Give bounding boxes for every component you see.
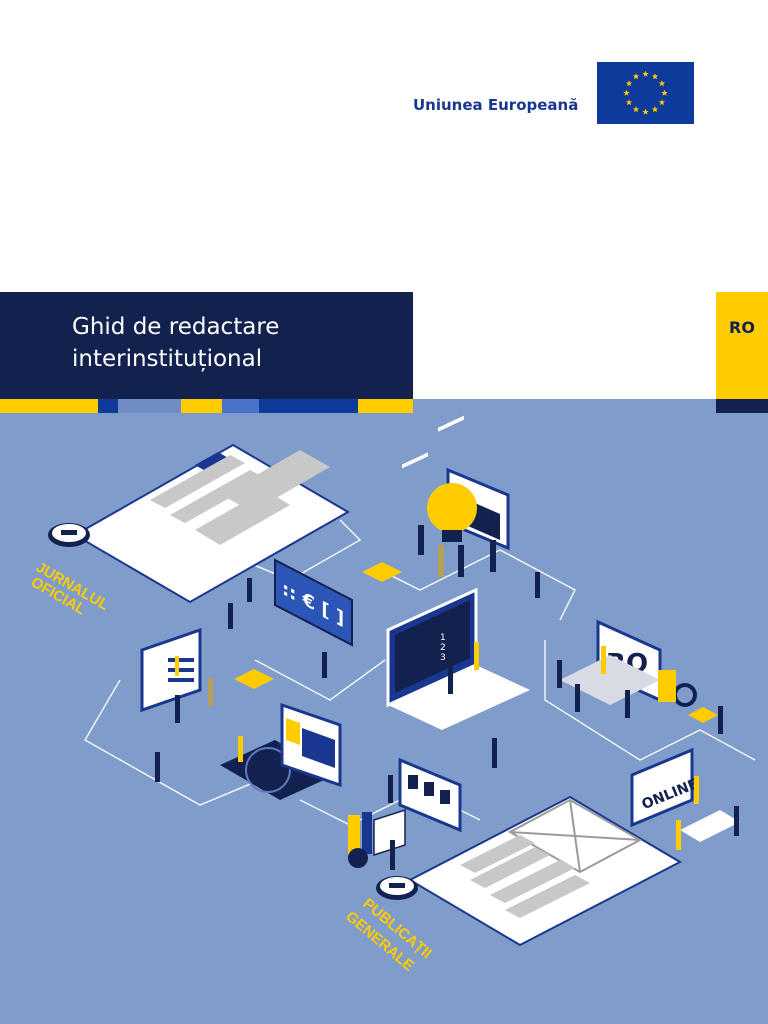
- flag-star: [661, 89, 668, 96]
- presentation-board: [140, 627, 202, 713]
- flag-star: [632, 106, 640, 113]
- ro-screen-scene: RO: [560, 619, 697, 707]
- flag-star: [658, 99, 666, 106]
- publications-label: PUBLICAȚII GENERALE: [342, 895, 434, 975]
- flag-star: [625, 80, 633, 87]
- info-tiles: [234, 562, 718, 723]
- illustration-top-strip: [413, 399, 716, 413]
- connector-paths: [83, 519, 756, 851]
- online-screen-scene: ONLINE: [630, 747, 740, 842]
- books-globe-scene: [348, 808, 406, 868]
- flag-star: [642, 70, 649, 77]
- stripe-segment: [259, 399, 358, 413]
- flag-star: [651, 106, 659, 113]
- flag-star: [623, 89, 630, 96]
- flag-star: [651, 73, 659, 80]
- list-number-2: 2: [440, 643, 446, 653]
- flag-star: [625, 99, 633, 106]
- language-code: RO: [729, 318, 755, 337]
- list-number-3: 3: [440, 653, 446, 663]
- title-line-1: Ghid de redactare: [72, 314, 280, 340]
- publications-badge: [376, 876, 418, 900]
- flag-star: [658, 80, 666, 87]
- stripe-segment: [222, 399, 259, 413]
- stripe-segment: [181, 399, 222, 413]
- map-eu-scene: [220, 702, 342, 800]
- laptop-list-scene: 1 2 3: [386, 415, 530, 730]
- lightbulb-scene: [418, 467, 510, 577]
- flag-star: [642, 108, 649, 115]
- stripe-segment: [98, 399, 118, 413]
- bookshelf-scene: [398, 757, 462, 833]
- journal-label: JURNALUL OFICIAL: [28, 559, 112, 619]
- eu-org-name: Uniunea Europeană: [413, 96, 579, 114]
- stripe-segment: [118, 399, 181, 413]
- stripe-segment: [0, 399, 98, 413]
- people-figures: [155, 572, 739, 870]
- language-tab: [716, 292, 768, 399]
- cover-top: [0, 0, 768, 292]
- title-panel: [0, 292, 413, 399]
- document-title: Ghid de redactare interinstituțional: [72, 311, 279, 375]
- title-line-2: interinstituțional: [72, 346, 263, 372]
- journal-badge: [48, 523, 90, 547]
- flag-star: [632, 73, 640, 80]
- euro-screen: :: € [ ]: [274, 558, 353, 647]
- eu-flag-icon: [597, 62, 694, 124]
- list-number-1: 1: [440, 633, 446, 643]
- journal-document: [72, 443, 351, 604]
- cover-illustration: JURNALUL OFICIAL :: € [ ] 1 2 3 RO: [28, 415, 756, 975]
- language-tab-base: [716, 399, 768, 413]
- publications-document: [407, 795, 683, 947]
- stripe-segment: [358, 399, 413, 413]
